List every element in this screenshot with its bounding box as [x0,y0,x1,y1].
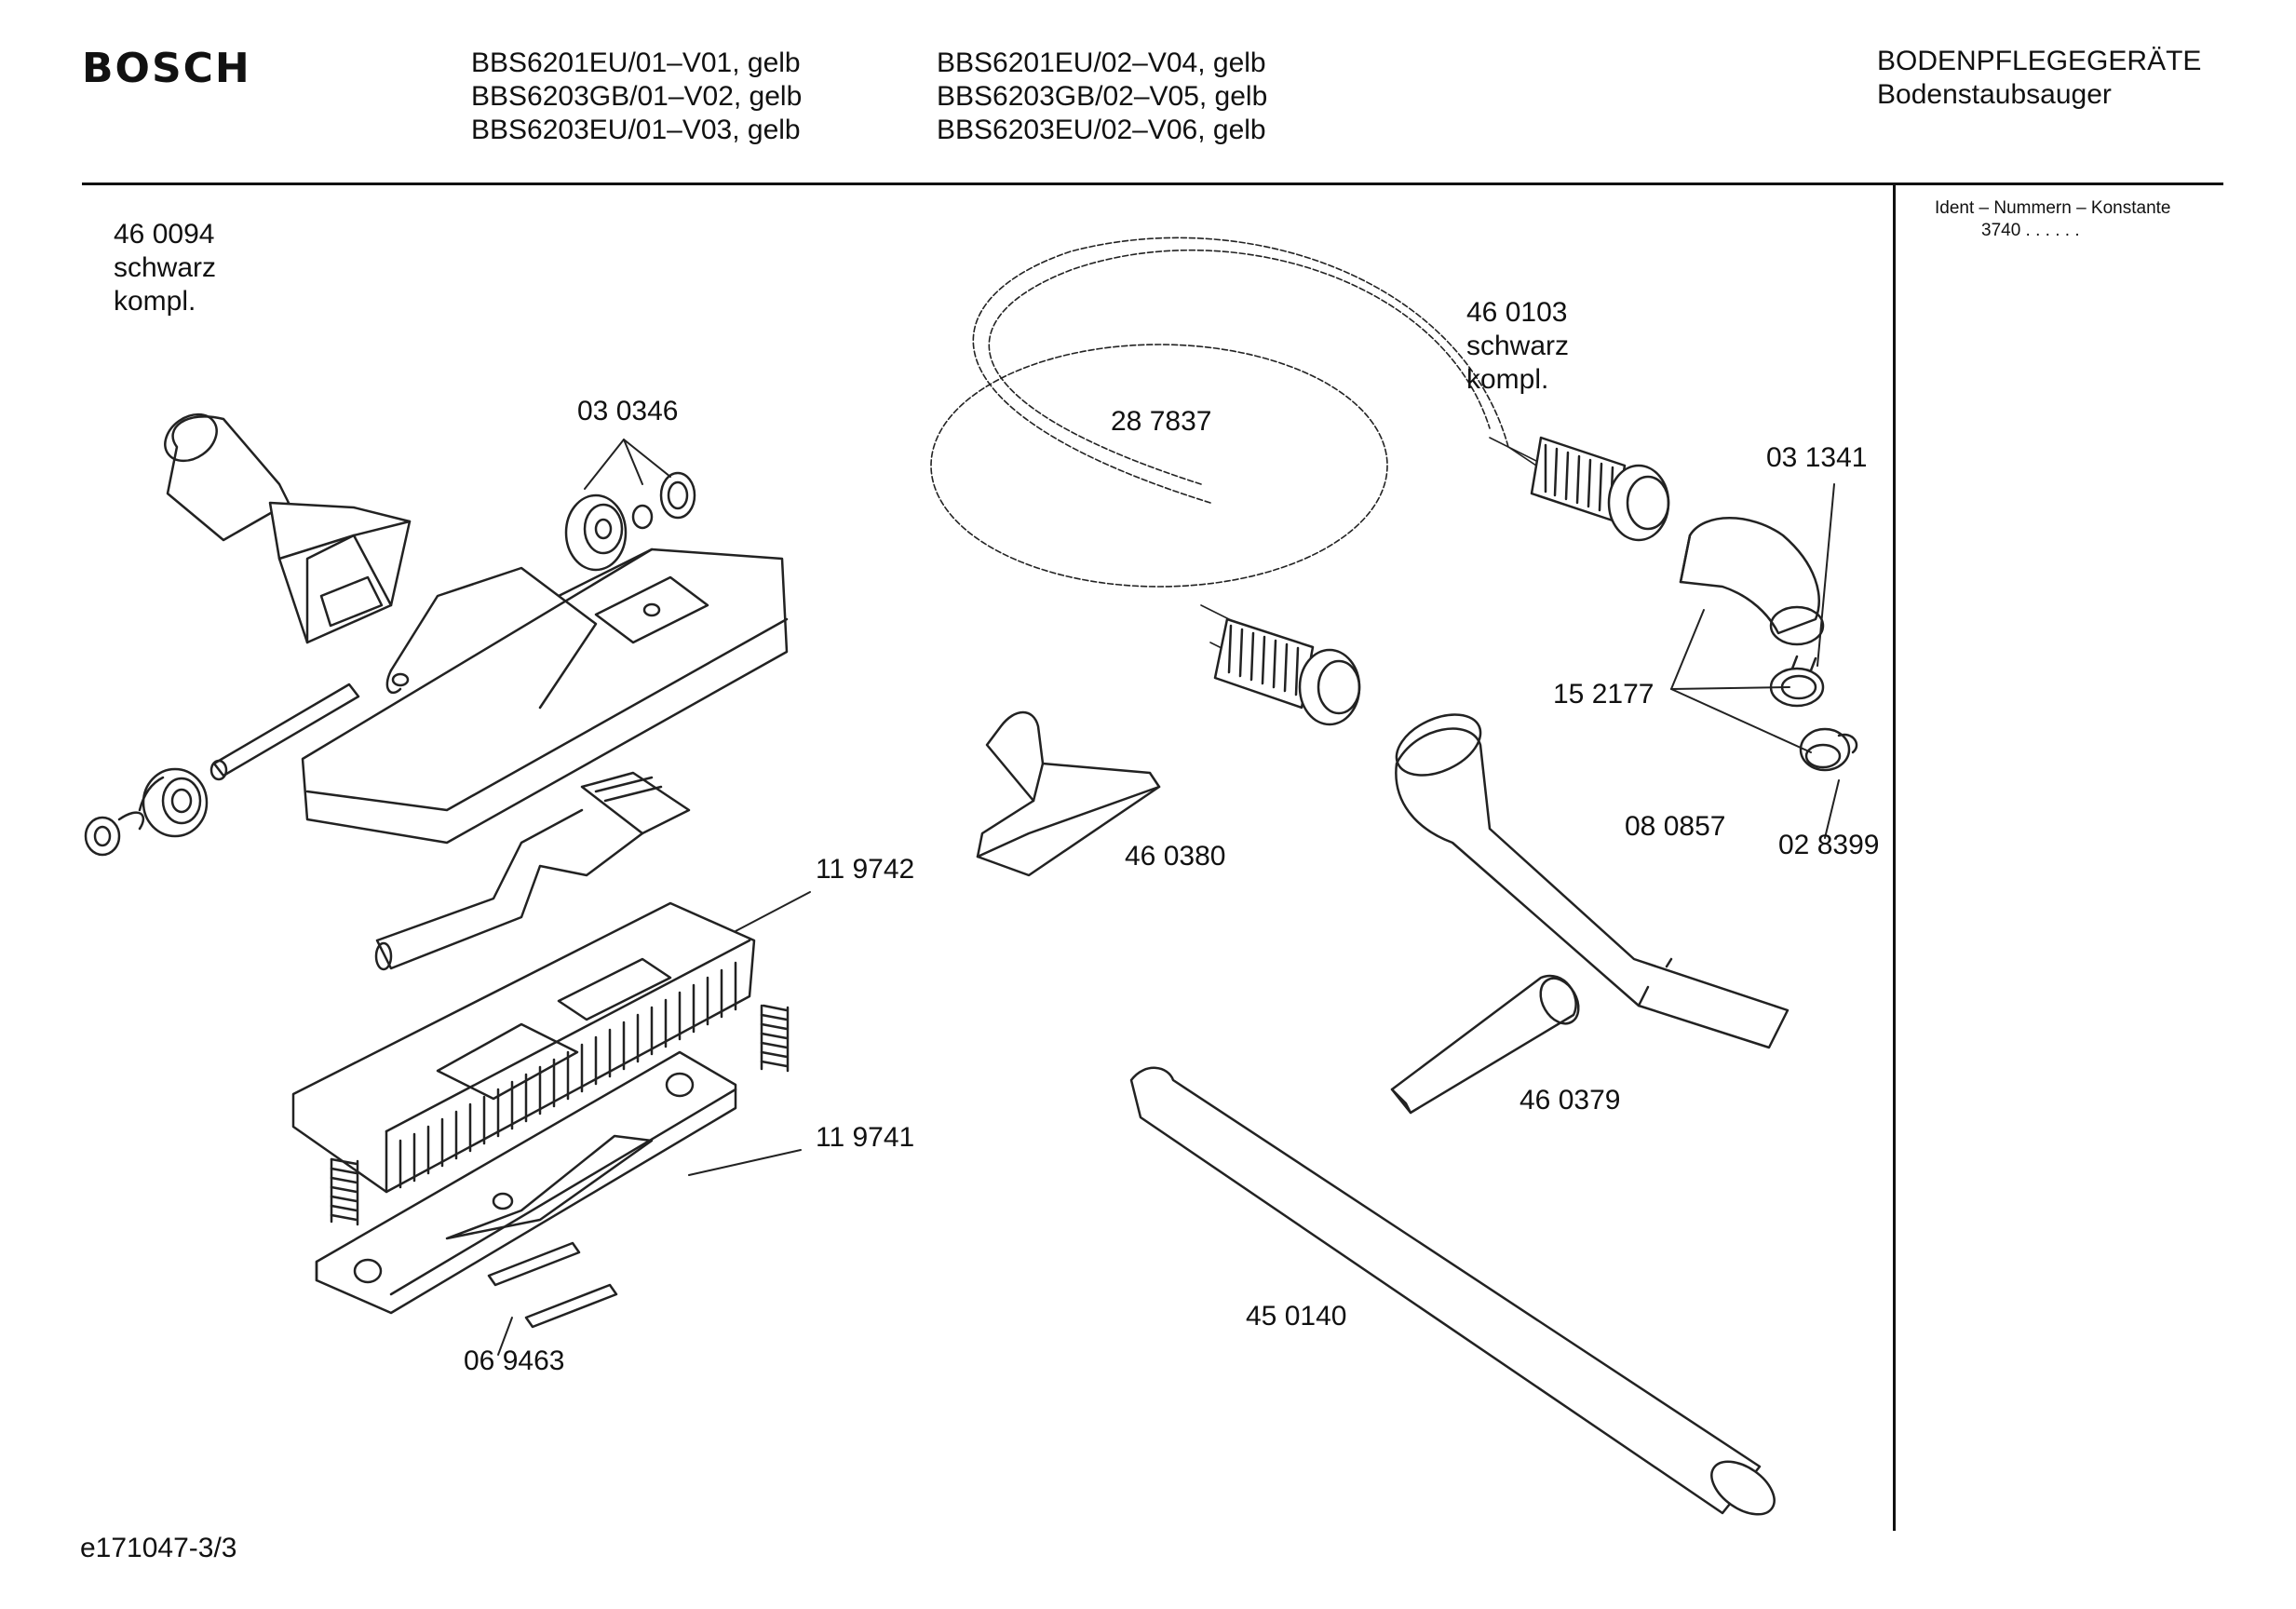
wheel-left [84,767,209,857]
model-entry: BBS6203GB/01–V02, gelb [471,81,803,112]
upholstery-nozzle [976,710,1161,877]
wheels-top [564,471,696,572]
part-color: schwarz [114,252,217,283]
ident-label: Ident – Nummern – Konstante [1935,198,2171,218]
part-color: schwarz [1466,331,1570,361]
part-label-069463: 06 9463 [464,1345,565,1376]
header-divider [82,183,2223,185]
part-label-460103: 46 0103 schwarz kompl. [1466,296,1569,397]
part-label-152177: 15 2177 [1553,679,1654,710]
ident-block: Ident – Nummern – Konstante 3740 . . . .… [1935,197,2170,242]
clips [1769,655,1858,772]
category-title: BODENPFLEGEGERÄTE [1877,46,2202,76]
nozzle-housing [301,548,789,845]
part-label-031341: 03 1341 [1766,442,1868,473]
axle-pin [209,683,360,781]
part-label-028399: 02 8399 [1778,830,1880,860]
part-label-460380: 46 0380 [1125,841,1226,872]
brush-strip [291,901,756,1194]
category-subtitle: Bodenstaubsauger [1877,79,2112,110]
part-label-460379: 46 0379 [1519,1085,1621,1115]
extension-tube [1129,1066,1776,1516]
part-label-450140: 45 0140 [1246,1301,1347,1332]
adhesive-strips [487,1241,618,1329]
part-label-460094: 46 0094 schwarz kompl. [114,218,216,318]
floor-nozzle-neck [164,412,412,644]
model-list-2: BBS6201EU/02–V04, gelb BBS6203GB/02–V05,… [937,47,1267,147]
elbow-bend [1679,517,1825,646]
hose-coil [930,237,1565,662]
part-label-119741: 11 9741 [816,1122,915,1153]
spring-right [760,1004,790,1073]
model-entry: BBS6201EU/02–V04, gelb [937,47,1266,78]
spring-left [330,1157,359,1226]
crevice-nozzle [1390,974,1580,1115]
model-entry: BBS6203GB/02–V05, gelb [937,81,1268,112]
part-label-287837: 28 7837 [1111,406,1212,437]
sidebar-divider [1893,183,1896,1531]
model-entry: BBS6201EU/01–V01, gelb [471,47,801,78]
leader-lines [497,439,1840,1356]
part-label-119742: 11 9742 [816,854,915,885]
hose-end-upper [1530,436,1670,542]
model-entry: BBS6203EU/02–V06, gelb [937,115,1266,145]
curved-tube [1395,713,1790,1049]
ident-code: 3740 . . . . . . [1981,221,2080,240]
part-number: 46 0094 [114,219,215,250]
part-number: 46 0103 [1466,297,1568,328]
hose-end-lower [1213,617,1361,726]
pedal-lever [374,771,691,971]
model-list-1: BBS6201EU/01–V01, gelb BBS6203GB/01–V02,… [471,47,802,147]
sole-plate [315,1050,737,1315]
document-id: e171047-3/3 [80,1533,237,1563]
category-block: BODENPFLEGEGERÄTE Bodenstaubsauger [1877,45,2201,112]
model-entry: BBS6203EU/01–V03, gelb [471,115,801,145]
part-note: kompl. [114,286,196,317]
part-label-080857: 08 0857 [1625,811,1726,842]
brand-logo: BOSCH [82,45,251,92]
part-note: kompl. [1466,364,1549,395]
part-label-030346: 03 0346 [577,396,679,426]
